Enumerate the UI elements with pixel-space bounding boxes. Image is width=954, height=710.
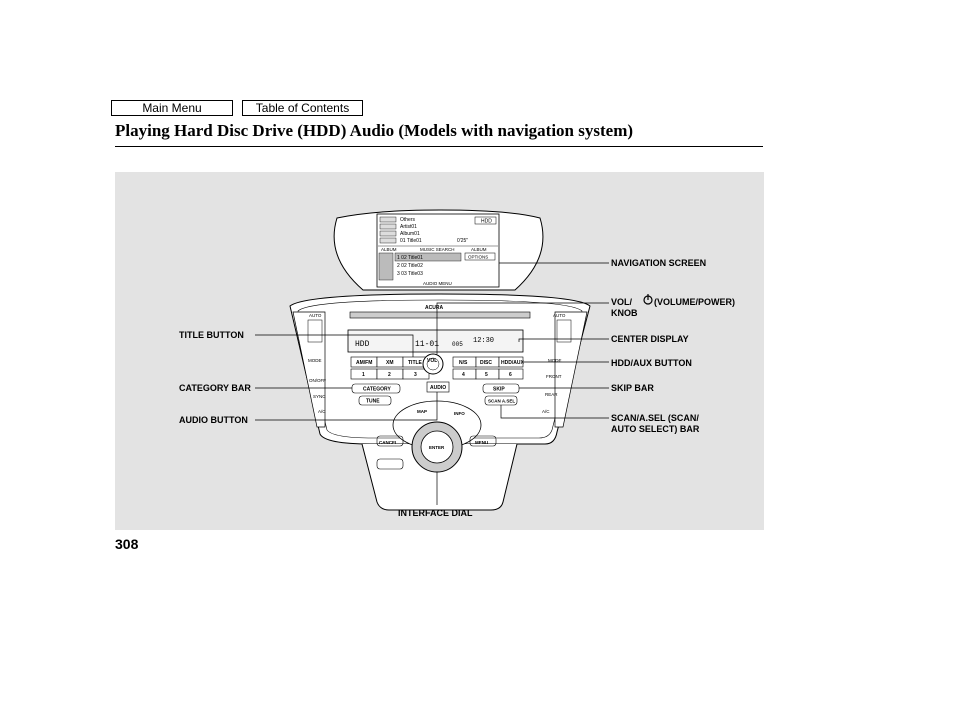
climate-right-front: FRONT [546, 374, 562, 379]
cancel-button[interactable] [376, 435, 404, 447]
page-title: Playing Hard Disc Drive (HDD) Audio (Mod… [115, 121, 634, 140]
callout-audio-button: AUDIO BUTTON [179, 415, 248, 425]
info-label: INFO [454, 411, 465, 416]
vol-label: VOL [427, 358, 437, 364]
callout-title-button: TITLE BUTTON [179, 330, 244, 340]
climate-left-mode: MODE [308, 358, 322, 363]
callout-scan-line2: AUTO SELECT) BAR [611, 424, 700, 434]
screen-time: 0'25" [457, 238, 468, 244]
display-track: 11-01 [415, 340, 439, 349]
climate-right-ac: A/C [542, 409, 550, 414]
display-time: 12:30 [473, 337, 494, 345]
climate-left-auto: AUTO [309, 313, 322, 318]
menu-label: MENU [475, 440, 488, 445]
climate-right-mode: MODE [548, 358, 562, 363]
callout-skip-bar: SKIP BAR [611, 383, 654, 393]
scan-label: SCAN A.SEL [488, 399, 515, 404]
screen-hdd-tag: HDD [481, 219, 492, 225]
screen-row: Album01 [400, 231, 420, 237]
preset-label: 3 [414, 372, 417, 378]
disc-slot [349, 311, 531, 319]
skip-label: SKIP [493, 387, 505, 393]
callout-interface-dial: INTERFACE DIAL [398, 508, 473, 518]
climate-right-rear: REAR [545, 392, 558, 397]
brand-logo: ACURA [425, 305, 443, 311]
hdd-aux-label: HDD/AUX [501, 360, 524, 366]
screen-row: Others [400, 217, 416, 223]
category-label: CATEGORY [363, 387, 391, 393]
audio-unit-diagram: Others Artist01 Album01 01 Title01 0'25"… [255, 209, 653, 511]
navigation-screen [376, 213, 500, 288]
climate-right-auto: AUTO [553, 313, 566, 318]
screen-audio-menu: AUDIO MENU [423, 281, 452, 286]
preset-label: 2 [388, 372, 391, 378]
tune-label: TUNE [366, 399, 380, 405]
enter-button[interactable] [420, 430, 454, 464]
main-menu-button[interactable]: Main Menu [111, 100, 233, 116]
climate-left-onoff: ON/OFF [309, 378, 326, 383]
display-mid: 005 [452, 341, 463, 348]
preset-label: 5 [485, 372, 488, 378]
cancel-label: CANCEL [379, 440, 398, 445]
screen-bar-right: ALBUM [471, 247, 487, 252]
screen-track: 1 02 Title01 [397, 255, 423, 261]
audio-unit-figure: Others Artist01 Album01 01 Title01 0'25"… [115, 172, 764, 530]
climate-left-sync: SYNC [313, 394, 326, 399]
menu-button[interactable] [469, 435, 497, 447]
screen-bar-middle: MUSIC SEARCH [420, 247, 455, 252]
audio-button[interactable] [426, 381, 450, 393]
volume-power-knob[interactable] [422, 353, 444, 375]
temp-left-button[interactable] [307, 319, 323, 343]
screen-row: 01 Title01 [400, 238, 422, 244]
xm-label: XM [386, 360, 394, 366]
callout-scan-asel-bar: SCAN/A.SEL (SCAN/ AUTO SELECT) BAR [611, 413, 699, 435]
preset-label: 1 [362, 372, 365, 378]
skip-bar[interactable] [482, 383, 520, 394]
tune-bar[interactable] [358, 395, 392, 406]
category-bar[interactable] [351, 383, 401, 394]
table-of-contents-button[interactable]: Table of Contents [242, 100, 363, 116]
callout-center-display: CENTER DISPLAY [611, 334, 689, 344]
enter-label: ENTER [429, 445, 445, 450]
voice-button[interactable] [376, 458, 404, 470]
center-display [347, 329, 524, 353]
title-label: TITLE [408, 360, 423, 366]
disc-label: DISC [480, 360, 492, 366]
climate-left-ac: A/C [318, 409, 326, 414]
callout-vol-prefix: VOL/ [611, 297, 633, 307]
title-rule [115, 146, 763, 147]
page-number: 308 [115, 536, 139, 552]
callout-vol-knob: VOL/ (VOLUME/POWER) KNOB [611, 297, 735, 319]
preset-3-button[interactable] [402, 368, 430, 380]
callout-vol-suffix: (VOLUME/POWER) [654, 297, 736, 307]
display-hdd: HDD [355, 340, 370, 349]
callout-category-bar: CATEGORY BAR [179, 383, 251, 393]
preset-label: 4 [462, 372, 465, 378]
screen-track: 2 02 Title02 [397, 263, 423, 269]
screen-bar-left: ALBUM [381, 247, 397, 252]
map-label: MAP [417, 409, 427, 414]
screen-track: 3 03 Title03 [397, 271, 423, 277]
audio-label: AUDIO [430, 385, 446, 391]
ns-label: N/S [459, 360, 468, 366]
preset-label: 6 [509, 372, 512, 378]
temp-right-button[interactable] [556, 319, 572, 343]
preset-6-button[interactable] [498, 368, 524, 380]
callout-scan-line1: SCAN/A.SEL (SCAN/ [611, 413, 699, 423]
screen-row: Artist01 [400, 224, 417, 230]
callout-navigation-screen: NAVIGATION SCREEN [611, 258, 707, 268]
screen-options: OPTIONS [468, 255, 488, 260]
callout-hdd-aux-button: HDD/AUX BUTTON [611, 358, 692, 368]
am-fm-label: AM/FM [356, 360, 372, 366]
callout-vol-line2: KNOB [611, 308, 638, 318]
